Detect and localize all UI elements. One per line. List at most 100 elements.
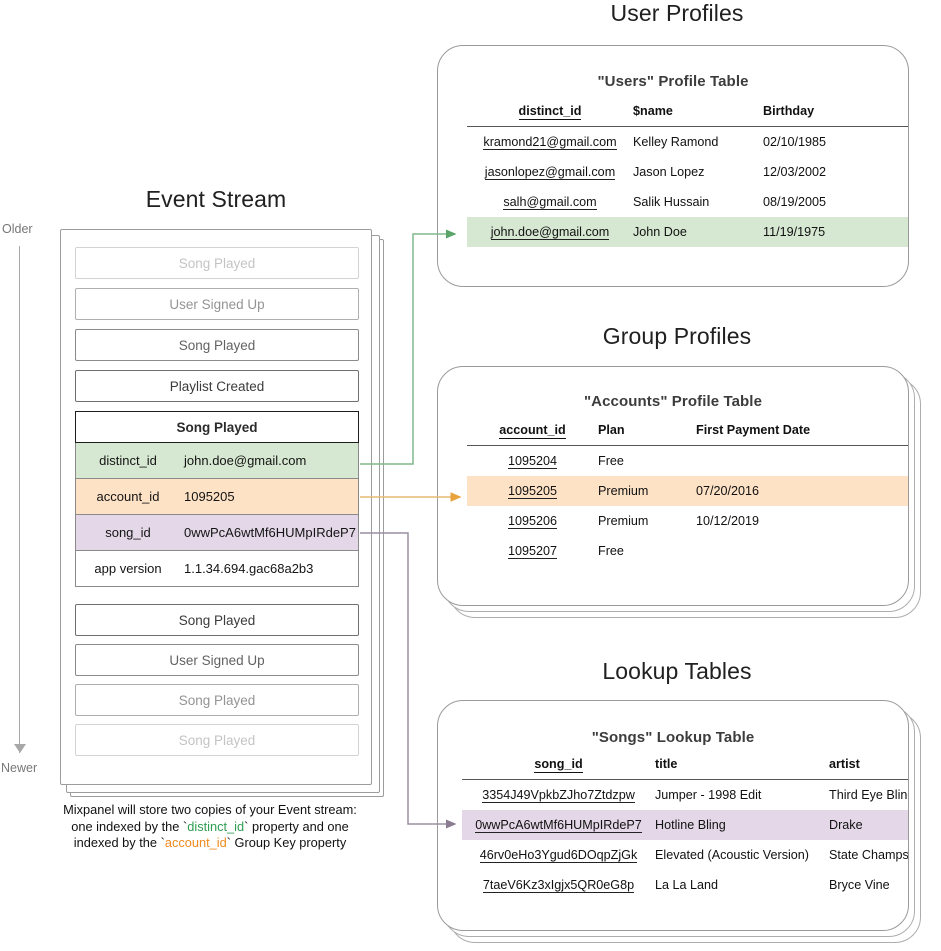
table-header-row: distinct_id $name Birthday — [467, 104, 908, 127]
event-card-label: Song Played — [178, 612, 256, 628]
event-card-label: User Signed Up — [169, 296, 265, 312]
event-card[interactable]: Playlist Created — [75, 370, 359, 402]
table-row-highlighted[interactable]: 0wwPcA6wtMf6HUMpIRdeP7 Hotline Bling Dra… — [462, 810, 908, 840]
songs-table-title: "Songs" Lookup Table — [591, 729, 755, 746]
table-row[interactable]: 1095207 Free — [467, 536, 908, 566]
cell-name: Kelley Ramond — [633, 135, 719, 149]
event-property-key: app version — [94, 561, 162, 576]
event-property-row-distinct-id: distinct_id john.doe@gmail.com — [75, 443, 359, 479]
event-card[interactable]: Song Played — [75, 724, 359, 756]
column-header-song-id: song_id — [462, 757, 655, 780]
lookup-tables-section-title: Lookup Tables — [602, 658, 752, 684]
event-card-label: Playlist Created — [169, 378, 265, 394]
cell-song-id: 0wwPcA6wtMf6HUMpIRdeP7 — [462, 810, 655, 840]
column-header-account-id: account_id — [467, 423, 598, 446]
table-row[interactable]: 46rv0eHo3Ygud6DOqpZjGk Elevated (Acousti… — [462, 840, 909, 870]
cell-account-id: 1095205 — [467, 476, 598, 506]
table-row-highlighted[interactable]: john.doe@gmail.com John Doe 11/19/1975 — [467, 217, 908, 247]
event-card[interactable]: Song Played — [75, 604, 359, 636]
event-property-row-account-id: account_id 1095205 — [75, 479, 359, 515]
column-header-first-payment-date: First Payment Date — [696, 423, 908, 446]
cell-plan: Premium — [598, 514, 649, 528]
caption-token-distinct-id: distinct_id — [187, 818, 245, 834]
expanded-event-title: Song Played — [75, 411, 359, 443]
cell-first-payment-date: 10/12/2019 — [696, 514, 760, 528]
cell-title: Jumper - 1998 Edit — [655, 788, 762, 802]
caption-line-1: Mixpanel will store two copies of your E… — [63, 802, 357, 817]
accounts-profile-card: "Accounts" Profile Table account_id Plan… — [437, 366, 909, 606]
caption-line-3-post: ` Group Key property — [226, 835, 347, 850]
table-header-row: song_id title artist — [462, 757, 908, 780]
cell-name: Salik Hussain — [633, 195, 710, 209]
caption-line-3-pre: indexed by the ` — [73, 835, 165, 850]
timeline-older-label: Older — [2, 222, 33, 236]
timeline-axis — [19, 246, 21, 753]
event-property-key: account_id — [96, 489, 160, 504]
table-row[interactable]: 7taeV6Kz3xIgjx5QR0eG8p La La Land Bryce … — [462, 870, 908, 900]
event-card[interactable]: User Signed Up — [75, 644, 359, 676]
cell-name: John Doe — [633, 217, 763, 247]
table-header-row: account_id Plan First Payment Date — [467, 423, 908, 446]
event-card[interactable]: Song Played — [75, 247, 359, 279]
cell-song-id: 7taeV6Kz3xIgjx5QR0eG8p — [482, 878, 635, 893]
cell-title: La La Land — [655, 878, 719, 892]
lookup-tables-card-stack: "Songs" Lookup Table song_id title artis… — [437, 700, 937, 945]
cell-plan: Premium — [598, 476, 696, 506]
cell-distinct-id: kramond21@gmail.com — [483, 135, 617, 150]
table-row[interactable]: salh@gmail.com Salik Hussain 08/19/2005 — [467, 187, 908, 217]
event-card-label: User Signed Up — [169, 652, 265, 668]
cell-artist: State Champs — [829, 848, 909, 862]
event-property-row-song-id: song_id 0wwPcA6wtMf6HUMpIRdeP7 — [75, 515, 359, 551]
event-card[interactable]: Song Played — [75, 329, 359, 361]
cell-account-id: 1095204 — [507, 454, 558, 469]
cell-first-payment-date — [696, 536, 908, 566]
event-card[interactable]: Song Played — [75, 684, 359, 716]
column-header-plan: Plan — [598, 423, 696, 446]
event-card[interactable]: User Signed Up — [75, 288, 359, 320]
table-row[interactable]: 3354J49VpkbZJho7Ztdzpw Jumper - 1998 Edi… — [462, 780, 909, 811]
event-property-key: distinct_id — [99, 453, 157, 468]
event-property-key: song_id — [105, 525, 151, 540]
event-property-row-app-version: app version 1.1.34.694.gac68a2b3 — [75, 551, 359, 587]
caption-line-2-pre: one indexed by the ` — [71, 818, 188, 834]
cell-artist: Third Eye Blind — [829, 788, 909, 802]
table-row[interactable]: 1095204 Free — [467, 446, 908, 477]
event-property-value: 0wwPcA6wtMf6HUMpIRdeP7 — [184, 525, 356, 540]
event-property-value: 1095205 — [184, 489, 235, 504]
users-profile-card: "Users" Profile Table distinct_id $name … — [437, 45, 909, 287]
timeline-newer-label: Newer — [1, 761, 38, 775]
event-stream-section-title: Event Stream — [145, 186, 287, 212]
event-stream-container: Song Played User Signed Up Song Played P… — [60, 229, 372, 785]
songs-lookup-card: "Songs" Lookup Table song_id title artis… — [437, 700, 909, 931]
column-header-birthday: Birthday — [763, 104, 908, 127]
column-header-artist: artist — [829, 757, 908, 780]
cell-birthday: 11/19/1975 — [763, 217, 908, 247]
table-row[interactable]: kramond21@gmail.com Kelley Ramond 02/10/… — [467, 127, 908, 158]
cell-title: Hotline Bling — [655, 810, 829, 840]
cell-song-id: 3354J49VpkbZJho7Ztdzpw — [482, 788, 635, 803]
cell-birthday: 02/10/1985 — [763, 135, 827, 149]
cell-artist: Drake — [829, 810, 908, 840]
column-header-distinct-id: distinct_id — [467, 104, 633, 127]
column-header-title: title — [655, 757, 829, 780]
cell-distinct-id: jasonlopez@gmail.com — [484, 165, 616, 180]
caption-line-3: indexed by the `account_id` Group Key pr… — [30, 835, 390, 852]
event-card-label: Song Played — [178, 732, 256, 748]
accounts-table-title: "Accounts" Profile Table — [583, 393, 763, 410]
cell-birthday: 08/19/2005 — [763, 195, 827, 209]
cell-plan: Free — [598, 544, 624, 558]
event-card-label: Song Played — [178, 692, 256, 708]
users-table-title: "Users" Profile Table — [597, 73, 749, 90]
group-profiles-section-title: Group Profiles — [602, 323, 752, 349]
songs-lookup-table: song_id title artist 3354J49VpkbZJho7Ztd… — [462, 757, 909, 900]
user-profiles-card-stack: "Users" Profile Table distinct_id $name … — [437, 45, 923, 287]
accounts-profile-table: account_id Plan First Payment Date 10952… — [467, 423, 908, 566]
cell-first-payment-date — [696, 446, 908, 477]
table-row[interactable]: jasonlopez@gmail.com Jason Lopez 12/03/2… — [467, 157, 908, 187]
expanded-event-card[interactable]: Song Played distinct_id john.doe@gmail.c… — [75, 411, 359, 587]
caption-token-account-id: account_id — [164, 835, 227, 850]
table-row-highlighted[interactable]: 1095205 Premium 07/20/2016 — [467, 476, 908, 506]
event-property-value: john.doe@gmail.com — [184, 453, 307, 468]
table-row[interactable]: 1095206 Premium 10/12/2019 — [467, 506, 908, 536]
cell-title: Elevated (Acoustic Version) — [655, 848, 809, 862]
